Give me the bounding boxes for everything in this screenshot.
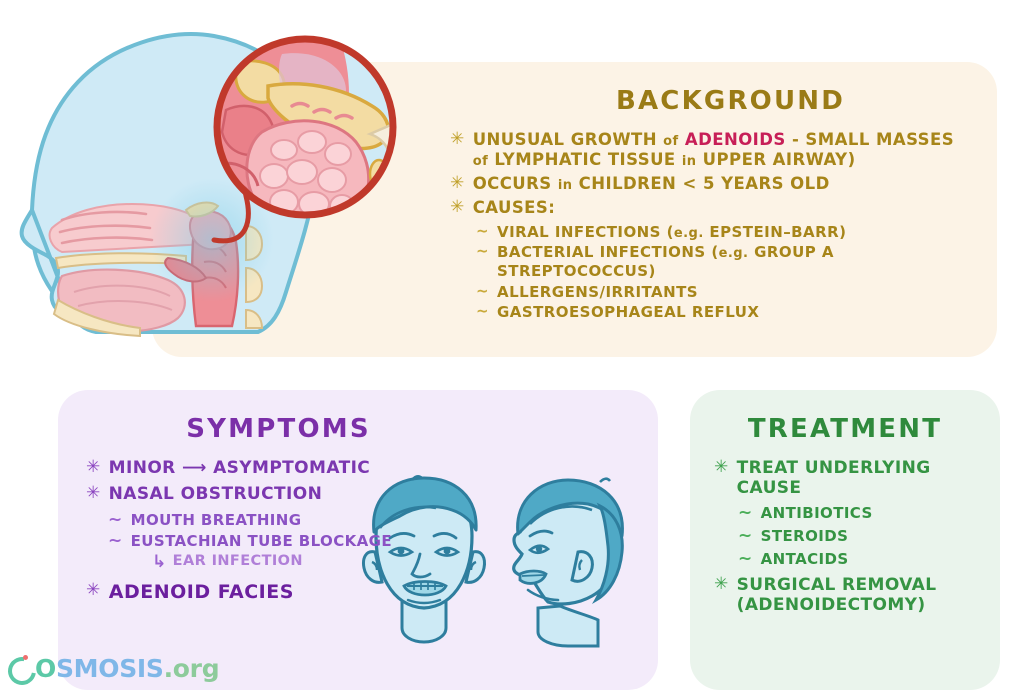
asterisk-bullet-icon: ✳	[450, 129, 465, 149]
unusual-growth-of: of	[663, 134, 679, 149]
asterisk-bullet-icon: ✳	[450, 173, 465, 194]
logo-letters-smosis: SMOSIS	[55, 653, 164, 683]
line2-b: UPPER AIRWAY)	[696, 150, 856, 170]
asterisk-bullet-icon: ✳	[714, 457, 729, 477]
treatment-surgical-removal: ✳ SURGICAL REMOVAL (ADENOIDECTOMY)	[714, 575, 976, 616]
asterisk-bullet-icon: ✳	[86, 483, 101, 504]
treatment-section-title: TREATMENT	[747, 414, 943, 444]
symptom-mouth-breathing: ~ MOUTH BREATHING	[108, 511, 416, 529]
face-profile	[512, 477, 624, 648]
cause-viral-eg: e.g.	[673, 225, 704, 241]
tilde-bullet-icon: ~	[476, 301, 490, 320]
background-item-text: UNUSUAL GROWTH of ADENOIDS - SMALL MASSE…	[473, 130, 995, 170]
occurs-post: CHILDREN < 5 YEARS OLD	[572, 174, 830, 194]
cause-gastroesophageal-reflux: ~ GASTROESOPHAGEAL REFLUX	[476, 303, 995, 321]
treatment-sublist: ~ ANTIBIOTICS ~ STEROIDS ~ ANTACIDS	[738, 504, 976, 568]
antibiotics-label: ANTIBIOTICS	[760, 503, 873, 522]
cause-reflux-text: GASTROESOPHAGEAL REFLUX	[497, 302, 760, 321]
logo-dot-icon	[23, 655, 28, 660]
nasal-obstruction-sublist: ~ MOUTH BREATHING ~ EUSTACHIAN TUBE BLOC…	[108, 511, 416, 571]
cause-viral-rest: EPSTEIN–BARR)	[703, 222, 847, 241]
tilde-bullet-icon: ~	[108, 530, 123, 551]
line2-a: LYMPHATIC TISSUE	[488, 150, 682, 170]
causes-sublist: ~ VIRAL INFECTIONS (e.g. EPSTEIN–BARR) ~…	[476, 223, 995, 322]
unusual-growth-pre: UNUSUAL GROWTH	[472, 130, 664, 149]
background-section-title: BACKGROUND	[615, 86, 846, 116]
tilde-bullet-icon: ~	[738, 502, 753, 523]
line2-in: in	[681, 154, 697, 170]
logo-wordmark: OSMOSIS.org	[35, 653, 220, 683]
line2-of: of	[472, 154, 489, 170]
treatment-steroids: ~ STEROIDS	[738, 527, 976, 545]
eustachian-blockage-label: EUSTACHIAN TUBE BLOCKAGE	[130, 531, 393, 550]
cause-allergens-text: ALLERGENS/IRRITANTS	[497, 282, 699, 301]
arrow-right-icon: ⟶	[182, 458, 207, 478]
surgical-removal-line1: SURGICAL REMOVAL	[736, 574, 937, 595]
symptom-eustachian-tube-blockage: ~ EUSTACHIAN TUBE BLOCKAGE	[108, 532, 416, 550]
adenoids-highlight: ADENOIDS	[678, 130, 792, 149]
osmosis-mark-icon	[2, 651, 42, 691]
nasal-obstruction-label: NASAL OBSTRUCTION	[108, 484, 323, 505]
adenoidectomy-line2: (ADENOIDECTOMY)	[736, 595, 926, 616]
symptom-ear-infection: ↳ EAR INFECTION	[152, 553, 416, 571]
face-frontal	[362, 475, 486, 644]
cause-bacterial-infections: ~ BACTERIAL INFECTIONS (e.g. GROUP A STR…	[476, 243, 995, 280]
antacids-label: ANTACIDS	[760, 549, 849, 568]
cause-allergens-irritants: ~ ALLERGENS/IRRITANTS	[476, 283, 995, 301]
arrow-down-right-icon: ↳	[152, 551, 167, 572]
sagittal-head-illustration	[19, 32, 397, 338]
ear-infection-label: EAR INFECTION	[172, 552, 303, 569]
cause-viral-paren: (	[666, 222, 674, 241]
adenoid-facies-illustration	[362, 475, 624, 648]
logo-letter-o: O	[35, 653, 56, 683]
symptom-adenoid-facies: ✳ ADENOID FACIES	[86, 581, 416, 604]
treat-cause-label: TREAT UNDERLYING CAUSE	[736, 458, 931, 499]
background-list: ✳ UNUSUAL GROWTH of ADENOIDS - SMALL MAS…	[450, 130, 995, 323]
steroids-label: STEROIDS	[760, 526, 849, 545]
adenoid-facies-label: ADENOID FACIES	[108, 580, 294, 603]
mouth-breathing-label: MOUTH BREATHING	[130, 510, 302, 529]
cause-viral-main: VIRAL INFECTIONS	[497, 222, 667, 241]
tilde-bullet-icon: ~	[738, 548, 753, 569]
occurs-pre: OCCURS	[472, 174, 558, 194]
magnified-adenoid-view	[217, 39, 393, 215]
treatment-antacids: ~ ANTACIDS	[738, 550, 976, 568]
occurs-in: in	[557, 178, 573, 194]
cause-bacterial-rest: GROUP A STREPTOCOCCUS)	[497, 243, 834, 281]
symptom-nasal-obstruction: ✳ NASAL OBSTRUCTION	[86, 484, 416, 504]
cause-bacterial-paren: (	[711, 243, 719, 262]
tilde-bullet-icon: ~	[738, 525, 753, 546]
tilde-bullet-icon: ~	[476, 281, 490, 300]
treatment-antibiotics: ~ ANTIBIOTICS	[738, 504, 976, 522]
asterisk-bullet-icon: ✳	[86, 579, 101, 600]
asterisk-bullet-icon: ✳	[86, 457, 101, 477]
cause-bacterial-main: BACTERIAL INFECTIONS	[497, 243, 712, 262]
treatment-list: ✳ TREAT UNDERLYING CAUSE ~ ANTIBIOTICS ~…	[714, 458, 976, 621]
asymptomatic-label: ASYMPTOMATIC	[206, 458, 371, 478]
causes-label: CAUSES:	[472, 198, 556, 218]
tilde-bullet-icon: ~	[108, 509, 123, 530]
cause-bacterial-eg: e.g.	[718, 246, 749, 262]
logo-tld: .org	[163, 653, 220, 683]
occurs-text: OCCURS in CHILDREN < 5 YEARS OLD	[473, 174, 995, 194]
unusual-growth-post: - SMALL MASSES	[791, 130, 955, 149]
background-item-unusual-growth: ✳ UNUSUAL GROWTH of ADENOIDS - SMALL MAS…	[450, 130, 995, 170]
asterisk-bullet-icon: ✳	[714, 573, 729, 594]
cause-viral-infections: ~ VIRAL INFECTIONS (e.g. EPSTEIN–BARR)	[476, 223, 995, 242]
tilde-bullet-icon: ~	[476, 221, 490, 240]
background-item-occurs: ✳ OCCURS in CHILDREN < 5 YEARS OLD	[450, 174, 995, 194]
symptoms-section-title: SYMPTOMS	[186, 414, 371, 444]
symptoms-list: ✳ MINOR ⟶ ASYMPTOMATIC ✳ NASAL OBSTRUCTI…	[86, 458, 416, 610]
treatment-panel	[690, 390, 1000, 690]
tilde-bullet-icon: ~	[476, 242, 490, 261]
osmosis-logo[interactable]: OSMOSIS.org	[2, 651, 220, 691]
background-item-causes: ✳ CAUSES:	[450, 198, 995, 218]
symptom-minor-asymptomatic: ✳ MINOR ⟶ ASYMPTOMATIC	[86, 458, 416, 478]
asterisk-bullet-icon: ✳	[450, 197, 465, 218]
treatment-underlying-cause: ✳ TREAT UNDERLYING CAUSE	[714, 458, 976, 499]
minor-label: MINOR	[108, 458, 182, 478]
